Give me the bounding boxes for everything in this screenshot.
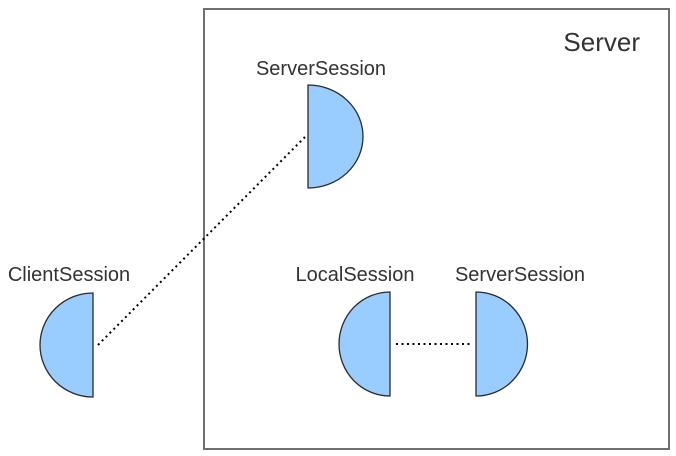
- node-server-session-top: ServerSession: [256, 58, 386, 189]
- client-session-halfcircle-shape: [39, 292, 94, 398]
- server-session-top-label: ServerSession: [256, 58, 386, 80]
- client-session-label: ClientSession: [8, 264, 130, 286]
- connector-client-session-to-server-session-top: [97, 136, 306, 346]
- local-session-label: LocalSession: [296, 264, 415, 286]
- server-boundary-box: [203, 8, 670, 450]
- server-session-top-halfcircle-shape: [307, 84, 364, 189]
- node-server-session-bottom: ServerSession: [455, 264, 585, 397]
- node-local-session: LocalSession: [296, 264, 415, 397]
- node-client-session: ClientSession: [8, 264, 130, 398]
- local-session-halfcircle-shape: [338, 291, 391, 397]
- server-session-bottom-label: ServerSession: [455, 264, 585, 286]
- server-box-label: Server: [563, 27, 640, 57]
- server-session-bottom-halfcircle-shape: [475, 291, 529, 397]
